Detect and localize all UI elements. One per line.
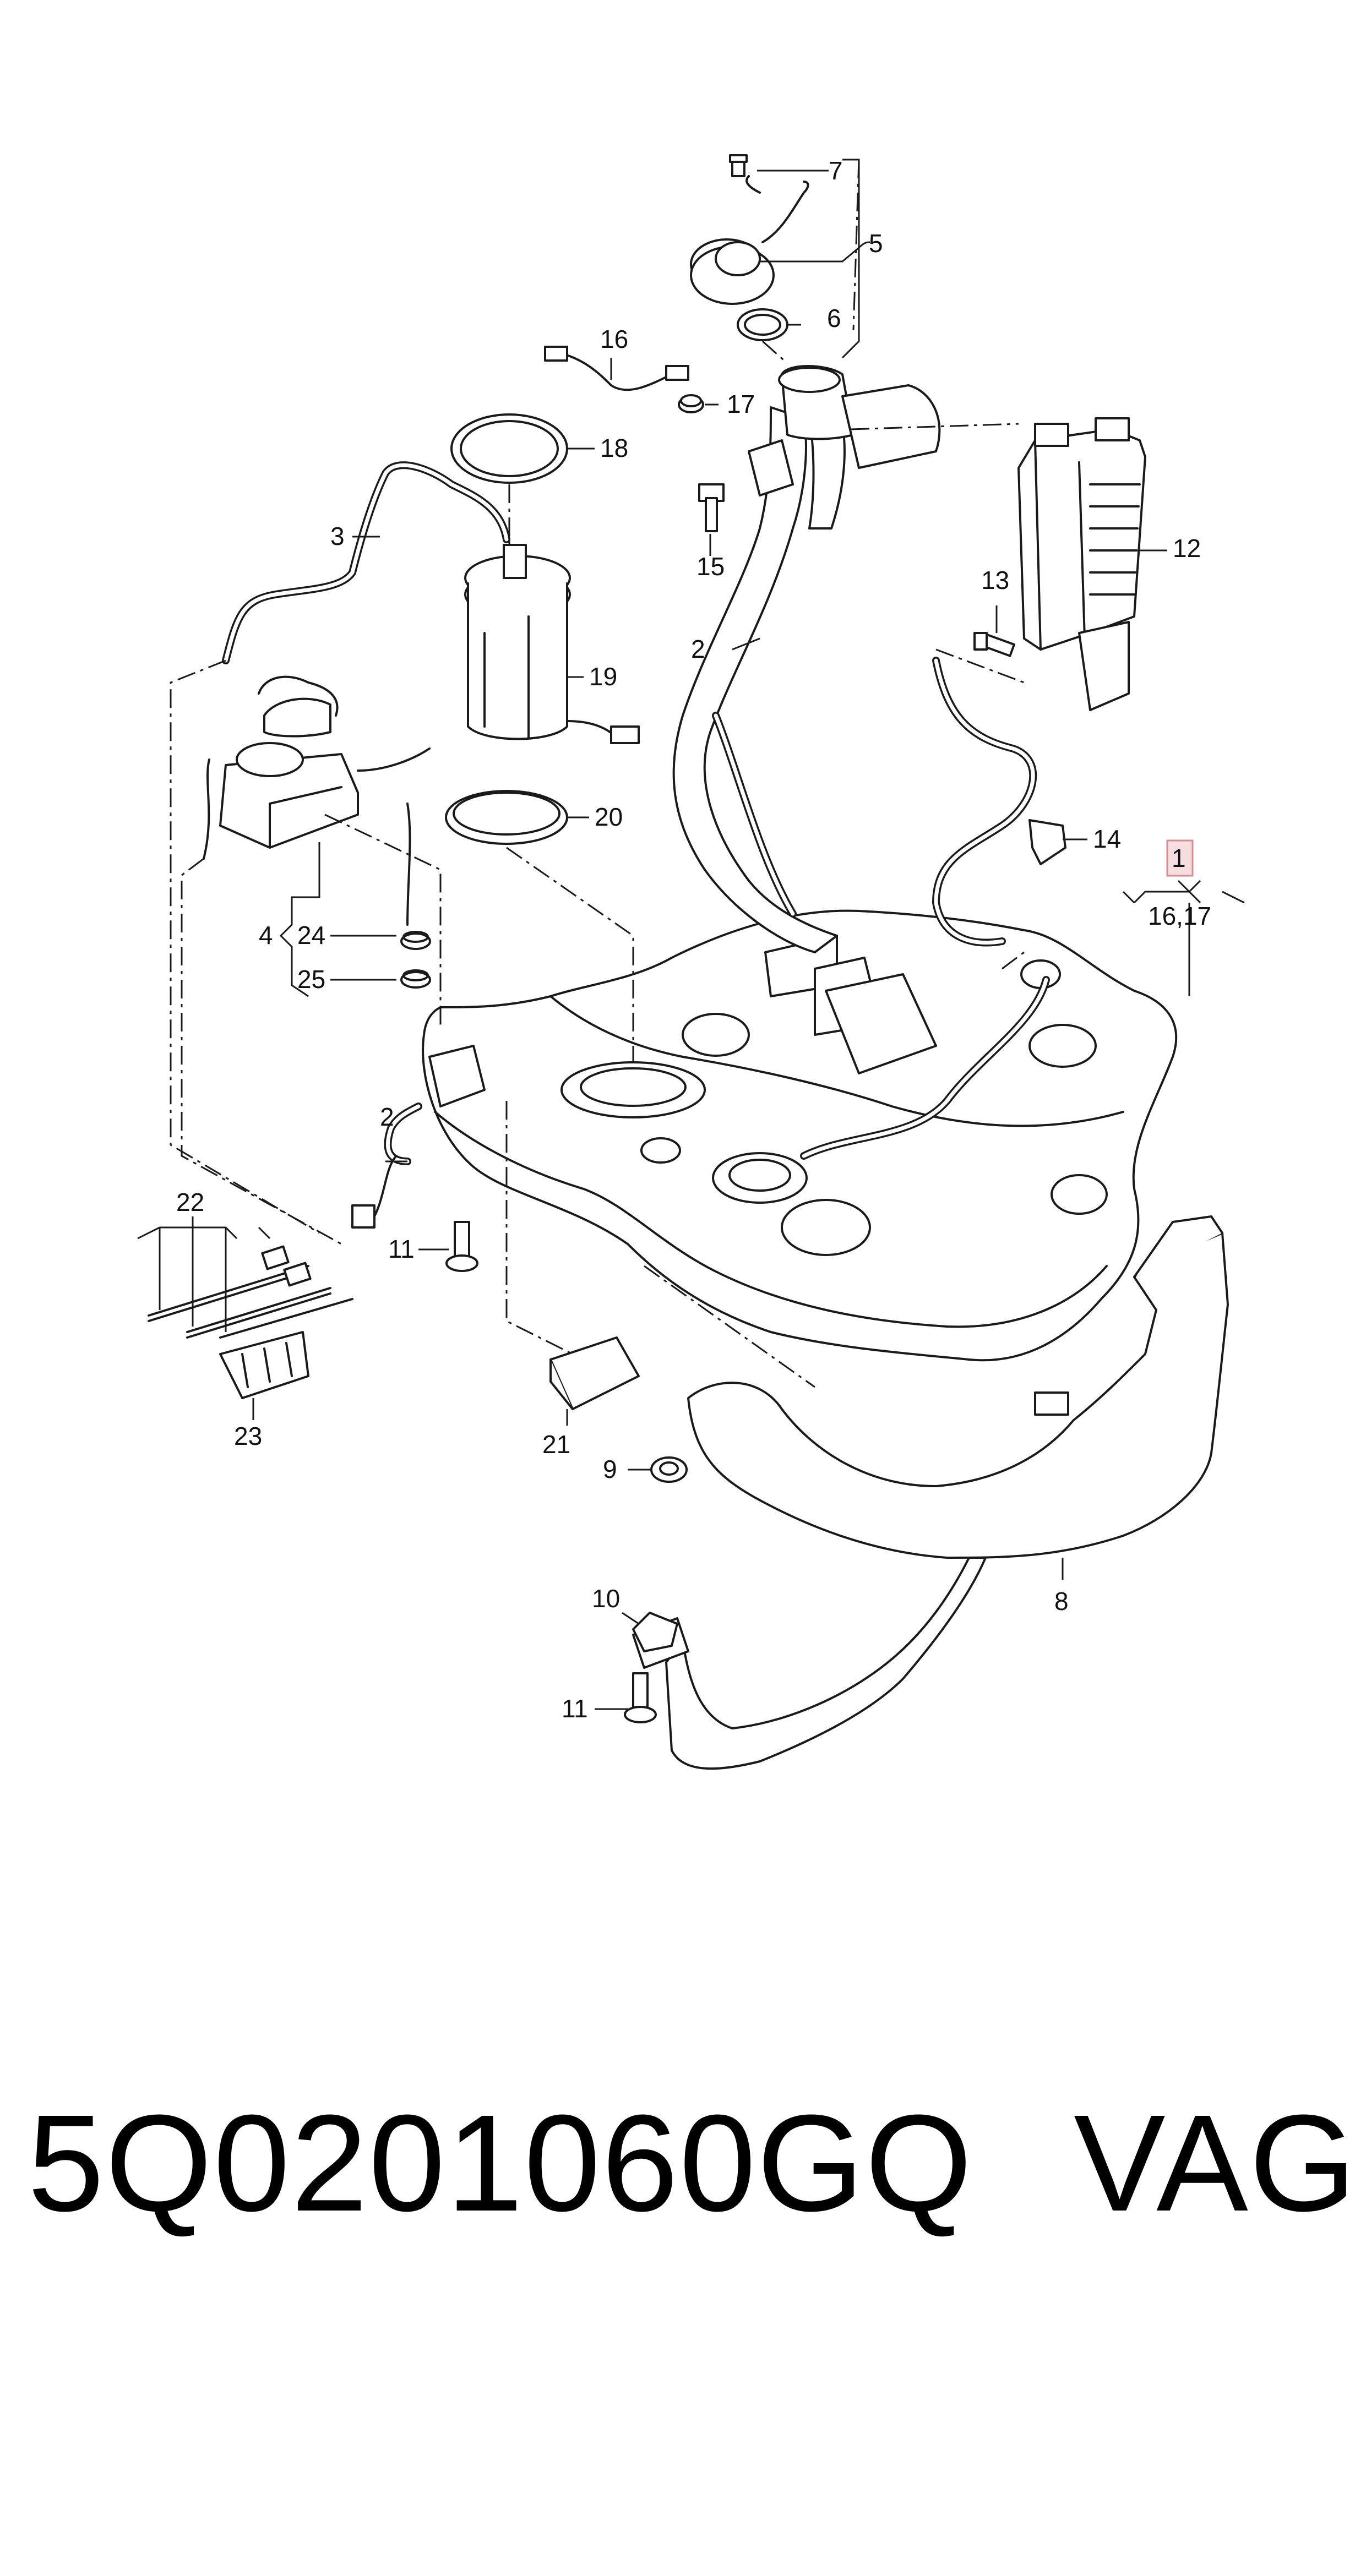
wire-harness-16 (544, 346, 689, 391)
fuel-tank (422, 909, 1178, 1362)
callout-1: 1 (1172, 844, 1186, 872)
footer-caption: 5Q0201060GQ VAG (28, 2081, 1356, 2246)
part-number: 5Q0201060GQ (28, 2086, 973, 2240)
callout-23: 23 (234, 1422, 262, 1450)
charcoal-canister (1017, 417, 1146, 711)
callout-5: 5 (869, 229, 883, 258)
screw-11b (624, 1672, 657, 1723)
callout-10: 10 (592, 1584, 620, 1613)
hose-clip-25 (400, 969, 431, 989)
callout-11-upper: 11 (388, 1235, 415, 1263)
callout-6: 6 (827, 304, 841, 332)
fuel-tank-exploded-view: 7 5 6 16 17 18 3 19 20 15 2 12 13 14 1 1… (137, 154, 1245, 1770)
callout-18: 18 (600, 434, 628, 462)
assembly-lines (170, 159, 1025, 1388)
callout-22: 22 (176, 1188, 204, 1216)
leader-lines (137, 159, 1245, 1710)
bracket-23 (219, 1331, 309, 1399)
callout-2-lower: 2 (380, 1103, 394, 1131)
callout-2-upper: 2 (691, 635, 705, 663)
fuel-lines-22 (148, 1245, 353, 1339)
screw-11a (445, 1221, 478, 1272)
filler-neck (672, 365, 941, 953)
callout-17: 17 (727, 390, 755, 418)
nut-9 (650, 1456, 688, 1483)
valve-assembly (203, 675, 431, 926)
callout-24: 24 (297, 921, 325, 949)
callout-8: 8 (1054, 1587, 1069, 1616)
callout-labels: 7 5 6 16 17 18 3 19 20 15 2 12 13 14 1 1… (176, 156, 1211, 1723)
fuel-pump-module (464, 544, 640, 744)
callout-20: 20 (595, 803, 623, 831)
callout-12: 12 (1173, 534, 1201, 563)
callout-1-highlight (1166, 839, 1194, 877)
brand-name: VAG (1074, 2086, 1358, 2240)
connector-21 (549, 1336, 640, 1410)
callout-14: 14 (1093, 825, 1121, 853)
callout-11-lower: 11 (562, 1694, 588, 1723)
bracket-10 (632, 1612, 678, 1652)
grommet-17 (678, 394, 704, 413)
hose-clip-24 (400, 931, 431, 950)
bolt-13 (973, 632, 1015, 657)
callout-3: 3 (330, 522, 345, 550)
vent-line (932, 657, 1037, 947)
callout-4: 4 (259, 921, 273, 949)
callout-21: 21 (542, 1430, 570, 1459)
callout-16: 16 (600, 325, 628, 353)
callout-15: 15 (696, 552, 725, 581)
fuel-filler-cap (690, 175, 809, 341)
fuel-line-3 (222, 461, 510, 664)
bolt-15 (698, 483, 725, 532)
callout-13: 13 (981, 566, 1009, 594)
callout-19: 19 (589, 662, 617, 691)
pump-seal-ring (445, 790, 568, 845)
callout-9: 9 (603, 1455, 617, 1483)
callout-7: 7 (829, 156, 843, 185)
callout-25: 25 (297, 965, 325, 994)
tether-screw (729, 154, 748, 177)
lock-ring (450, 413, 568, 484)
parts-diagram: 7 5 6 16 17 18 3 19 20 15 2 12 13 14 1 1… (28, 154, 1356, 2246)
callout-16-17: 16,17 (1148, 902, 1211, 930)
fuel-line-2b (351, 1103, 422, 1229)
clip-14 (1028, 819, 1066, 865)
